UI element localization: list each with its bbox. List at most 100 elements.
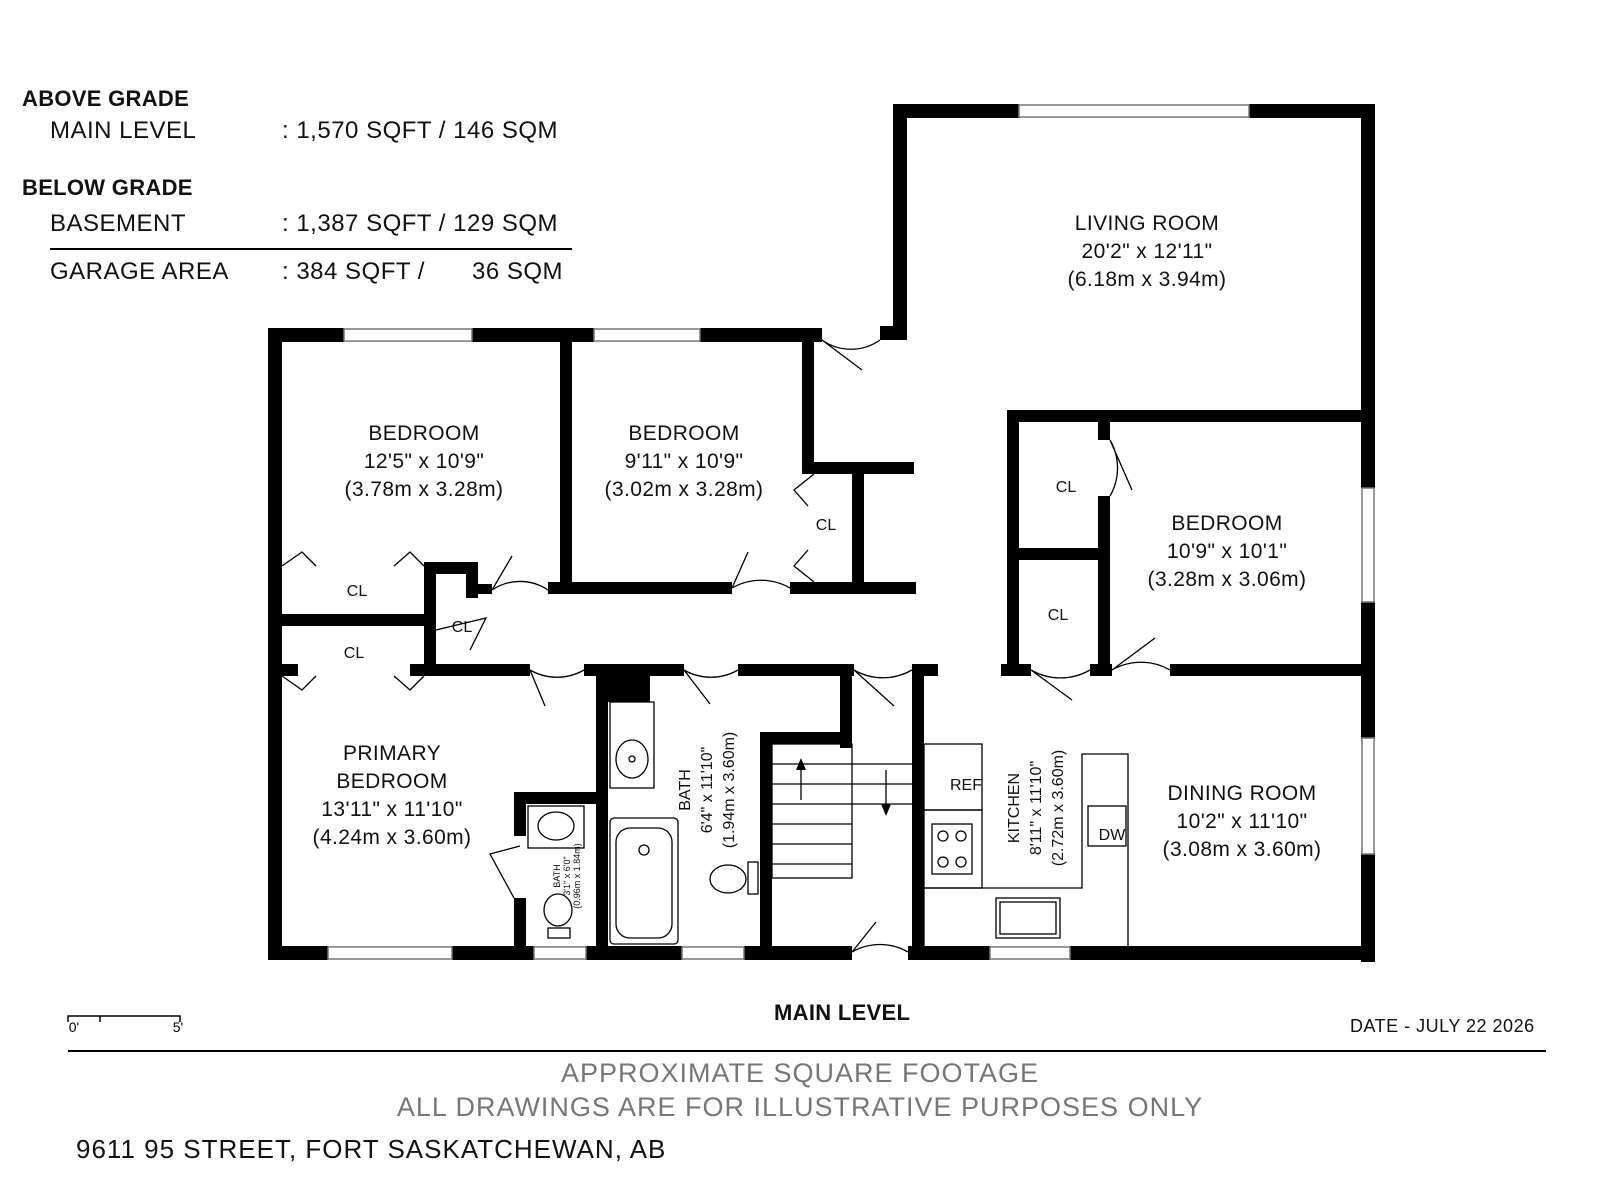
bedroom1-dim-imperial: 12'5" x 10'9" xyxy=(364,450,484,473)
wall xyxy=(1098,410,1110,440)
wall xyxy=(424,562,436,672)
garage-value-sqm: 36 SQM xyxy=(472,258,564,285)
kitchen-dim-metric: (2.72m x 3.60m) xyxy=(1050,750,1067,866)
window xyxy=(1361,737,1375,855)
bathtub-icon xyxy=(609,817,679,945)
wall xyxy=(514,898,526,960)
wall xyxy=(548,582,732,594)
kitchen-label-group: KITCHEN 8'11" x 11'10" (2.72m x 3.60m) xyxy=(1006,750,1067,866)
living-room-dim-imperial: 20'2" x 12'11" xyxy=(1082,240,1213,263)
wall xyxy=(1070,946,1375,960)
ensuite-label-group: BATH 3'1" x 6'0" (0.96m x 1.84m) xyxy=(552,843,582,909)
bedroom1-dim-metric: (3.78m x 3.28m) xyxy=(345,478,504,501)
level-title: MAIN LEVEL xyxy=(774,1000,911,1025)
stair-treads xyxy=(852,763,912,805)
burner-icon xyxy=(955,856,967,868)
primary-bedroom-dim-imperial: 13'11" x 11'10" xyxy=(321,798,462,821)
counter-outline xyxy=(923,753,1129,946)
window xyxy=(343,328,473,342)
summary-divider xyxy=(50,248,572,250)
door-swing xyxy=(851,921,909,953)
dishwasher xyxy=(1087,805,1127,847)
arrow-down-icon xyxy=(881,804,891,816)
primary-bedroom-name-2: BEDROOM xyxy=(336,770,447,793)
toilet-tank xyxy=(547,927,571,939)
door-swing xyxy=(435,617,488,651)
scale-bar xyxy=(67,1015,181,1022)
bathtub-basin xyxy=(615,827,673,939)
wall xyxy=(410,664,530,676)
toilet-icon xyxy=(543,893,573,927)
wall xyxy=(1249,104,1375,118)
wall xyxy=(268,328,282,960)
wall xyxy=(1098,496,1110,672)
ensuite-dim-metric: (0.96m x 1.84m) xyxy=(572,843,582,909)
living-room-name: LIVING ROOM xyxy=(1075,212,1219,235)
wall xyxy=(700,328,822,342)
stair-treads xyxy=(772,763,852,865)
door-swing xyxy=(489,845,521,899)
burner-icon xyxy=(937,830,949,842)
primary-bedroom-name-1: PRIMARY xyxy=(343,742,441,765)
door-swing xyxy=(821,339,881,371)
primary-bedroom-dim-metric: (4.24m x 3.60m) xyxy=(313,826,472,849)
wall xyxy=(1007,548,1104,560)
wall xyxy=(514,792,526,836)
wall xyxy=(924,664,938,676)
main-level-label: MAIN LEVEL xyxy=(50,117,197,144)
bath-label-group: BATH 6'4" x 11'10" (1.94m x 3.60m) xyxy=(677,732,738,848)
closet-label: CL xyxy=(1056,479,1077,496)
closet-door xyxy=(281,551,425,567)
stairs xyxy=(771,743,853,879)
wall xyxy=(596,664,608,960)
door-swing xyxy=(853,669,913,707)
wall xyxy=(514,792,598,804)
doors xyxy=(281,339,1171,953)
door-swing xyxy=(731,551,791,589)
stove-icon xyxy=(931,823,973,875)
kitchen-sink-basin xyxy=(999,901,1057,935)
kitchen-dim-imperial: 8'11" x 11'10" xyxy=(1028,761,1045,855)
window xyxy=(989,946,1071,960)
wall xyxy=(840,664,852,748)
toilet-tank xyxy=(747,861,759,895)
sink-icon xyxy=(615,739,649,779)
burner-icon xyxy=(937,856,949,868)
door-swing xyxy=(1030,669,1091,701)
living-room-dim-metric: (6.18m x 3.94m) xyxy=(1068,268,1227,291)
wall xyxy=(472,328,594,342)
closet-label: CL xyxy=(452,619,473,636)
above-grade-header: ABOVE GRADE xyxy=(22,86,190,111)
window xyxy=(1361,487,1375,603)
bedroom3-dim-metric: (3.28m x 3.06m) xyxy=(1148,568,1307,591)
arrow-up-icon xyxy=(796,758,806,770)
dining-room-dim-metric: (3.08m x 3.60m) xyxy=(1163,838,1322,861)
main-level-value: : 1,570 SQFT / 146 SQM xyxy=(282,117,559,144)
closet-label: CL xyxy=(1048,607,1069,624)
door-swing xyxy=(529,669,585,707)
wall xyxy=(1361,410,1375,488)
window xyxy=(681,946,745,960)
wall xyxy=(760,732,842,744)
wall xyxy=(1361,104,1375,422)
wall xyxy=(466,584,492,594)
plan-date: DATE - JULY 22 2026 xyxy=(1350,1016,1535,1036)
basement-value: : 1,387 SQFT / 129 SQM xyxy=(282,210,559,237)
wall xyxy=(452,946,534,960)
wall xyxy=(268,946,328,960)
ensuite-vanity xyxy=(527,805,585,849)
below-grade-header: BELOW GRADE xyxy=(22,175,193,200)
wall xyxy=(586,946,682,960)
wall xyxy=(908,946,990,960)
dining-room-name: DINING ROOM xyxy=(1167,782,1316,805)
refrigerator-label: REF xyxy=(950,777,982,794)
wall xyxy=(1170,664,1375,676)
bath-dim-metric: (1.94m x 3.60m) xyxy=(721,732,738,848)
wall xyxy=(760,732,772,892)
bath-name: BATH xyxy=(677,769,694,810)
tub-drain-icon xyxy=(638,844,650,856)
wall xyxy=(1007,410,1019,672)
wall xyxy=(893,104,907,340)
disclaimer-line-2: ALL DRAWINGS ARE FOR ILLUSTRATIVE PURPOS… xyxy=(396,1092,1204,1122)
